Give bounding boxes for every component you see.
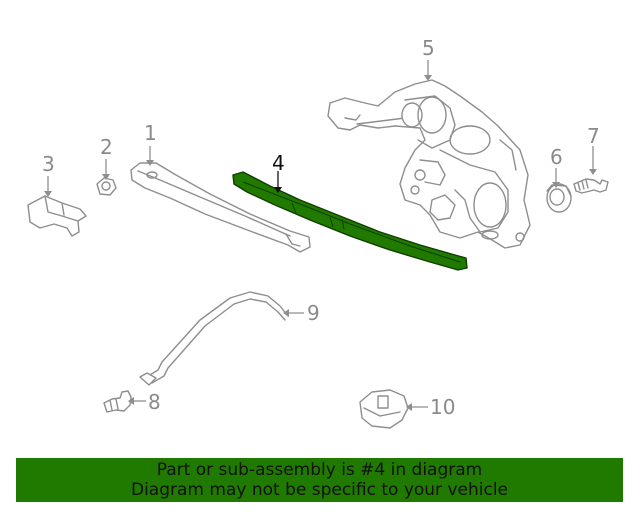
part-9-washer-hose[interactable] [139,291,289,386]
callout-8[interactable]: 8 [148,390,161,414]
part-10-washer-nozzle[interactable] [359,389,409,429]
leader-arrowheads [44,75,597,411]
callout-4[interactable]: 4 [272,151,285,175]
callout-6[interactable]: 6 [550,145,563,169]
callout-9[interactable]: 9 [307,301,320,325]
part-6-grommet[interactable] [546,183,572,213]
callout-7[interactable]: 7 [587,124,600,148]
part-7-bolt[interactable] [573,178,609,194]
part-3-arm-cap[interactable] [27,195,87,237]
part-5-wiper-motor[interactable] [327,79,531,249]
callout-10[interactable]: 10 [430,395,455,419]
part-4-wiper-blade[interactable] [232,171,468,271]
callout-1[interactable]: 1 [144,121,157,145]
callout-5[interactable]: 5 [422,36,435,60]
callout-2[interactable]: 2 [100,135,113,159]
banner-line-part: Part or sub-assembly is #4 in diagram [156,460,483,480]
part-2-nut[interactable] [96,177,117,196]
info-banner: Part or sub-assembly is #4 in diagram Di… [16,458,623,502]
part-1-wiper-arm[interactable] [130,162,311,253]
banner-line-disclaimer: Diagram may not be specific to your vehi… [130,480,508,500]
callout-labels: 1 2 3 4 5 6 7 8 9 10 [42,36,600,419]
callout-3[interactable]: 3 [42,152,55,176]
part-8-connector[interactable] [103,390,132,413]
